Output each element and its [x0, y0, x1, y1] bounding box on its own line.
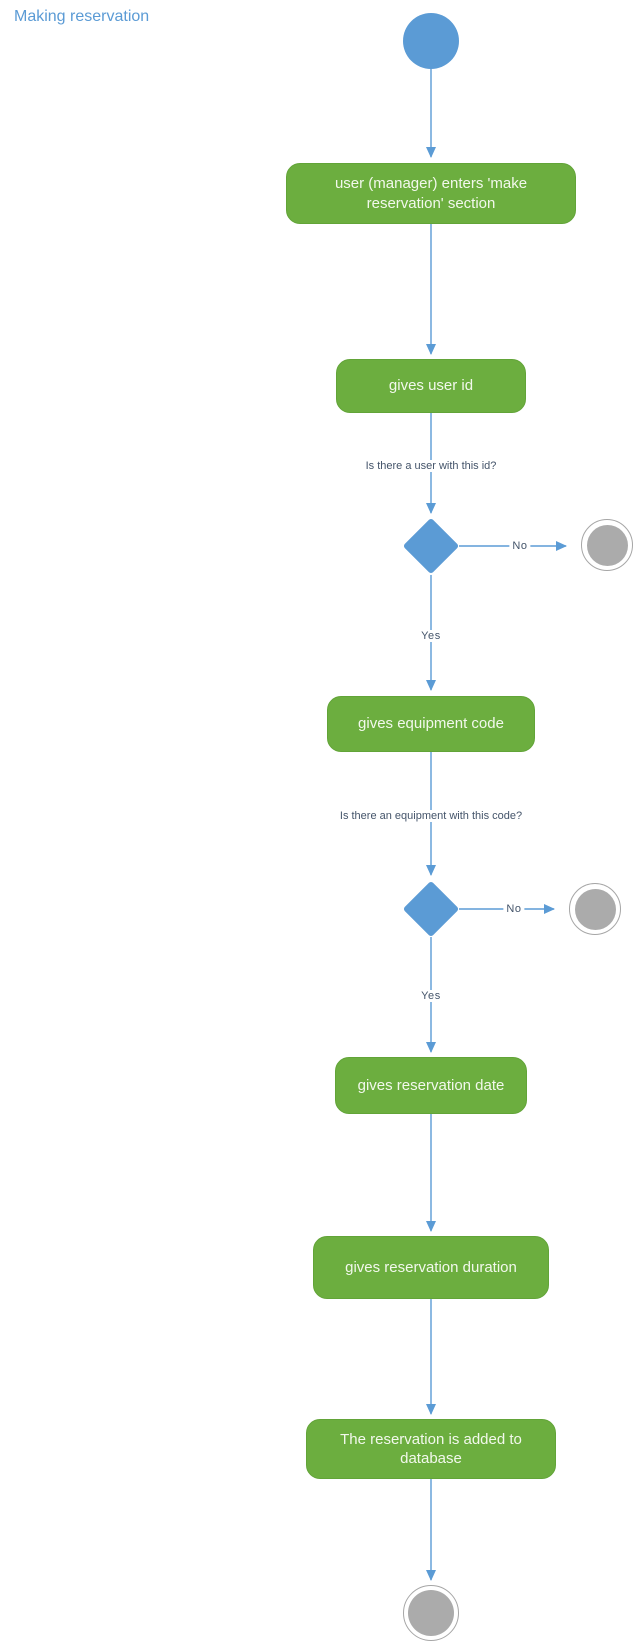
activity-label: The reservation is added to database [340, 1430, 522, 1468]
decision1-no-label: No [509, 540, 531, 552]
activity-label: gives reservation duration [345, 1258, 517, 1276]
activity-gives-reservation-duration: gives reservation duration [313, 1236, 549, 1299]
final-node-no-equipment [569, 883, 621, 935]
activity-label: gives user id [388, 377, 474, 395]
decision2-no-label: No [503, 903, 525, 915]
initial-node [403, 13, 459, 69]
activity-gives-user-id: gives user id [336, 359, 526, 413]
diagram-title: Making reservation [14, 8, 150, 25]
activity-gives-equipment-code: gives equipment code [327, 696, 535, 752]
activity-reservation-added-to-database: The reservation is added to database [306, 1419, 556, 1479]
decision1-yes-label: Yes [418, 630, 444, 642]
activity-label: user (manager) enters 'make reservation'… [334, 175, 528, 212]
activity-label: gives equipment code [358, 715, 504, 733]
final-node-inner-disc [586, 524, 628, 566]
activity-gives-reservation-date: gives reservation date [335, 1057, 527, 1114]
activity-enter-make-reservation-section: user (manager) enters 'make reservation'… [286, 163, 576, 224]
final-node-no-user [581, 519, 633, 571]
decision2-yes-label: Yes [418, 990, 444, 1002]
final-node-inner-disc [574, 888, 616, 930]
activity-label: gives reservation date [357, 1076, 505, 1094]
decision2-question-label: Is there an equipment with this code? [336, 810, 526, 822]
final-node-inner-disc [408, 1590, 454, 1636]
final-node-success [403, 1585, 459, 1641]
decision1-question-label: Is there a user with this id? [362, 460, 500, 472]
